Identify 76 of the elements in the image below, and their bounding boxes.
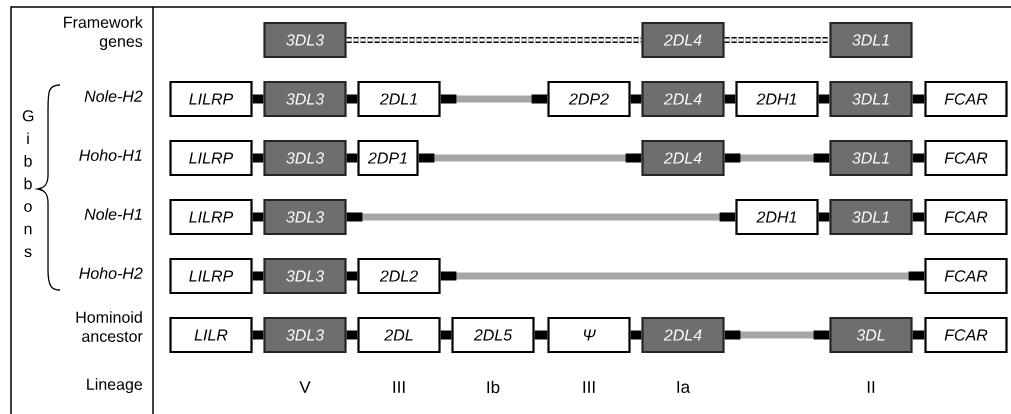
- gene-box: Ψ: [547, 316, 631, 354]
- gene-box: FCAR: [924, 139, 1008, 177]
- connector: [252, 330, 264, 340]
- gene-box-shaded: 3DL3: [263, 21, 347, 59]
- lineage-label: Ia: [677, 381, 691, 393]
- connector: [818, 212, 830, 222]
- spacer-line: [440, 94, 548, 104]
- connector: [630, 330, 642, 340]
- gene-box: LILRP: [169, 80, 253, 118]
- connector: [912, 153, 925, 163]
- gene-box: 2DL2: [357, 257, 441, 295]
- gene-box-shaded: 2DL4: [641, 21, 725, 59]
- gene-box-shaded: 3DL3: [263, 316, 347, 354]
- gene-box: LILRP: [169, 198, 253, 236]
- gene-box-shaded: 3DL1: [829, 139, 913, 177]
- connector: [912, 330, 925, 340]
- connector: [252, 271, 264, 281]
- gene-box: 2DP2: [547, 80, 631, 118]
- lineage-label: II: [867, 381, 875, 393]
- spacer-line: [418, 153, 642, 163]
- row-label: Nole-H2: [84, 90, 143, 102]
- gene-box-shaded: 2DL4: [641, 139, 725, 177]
- gene-box-shaded: 3DL1: [829, 21, 913, 59]
- double-dashed-line: [724, 36, 830, 44]
- gene-box-shaded: 3DL3: [263, 139, 347, 177]
- gene-box-shaded: 3DL3: [263, 198, 347, 236]
- gene-box: FCAR: [924, 257, 1008, 295]
- connector: [440, 330, 452, 340]
- gene-box: LILRP: [169, 257, 253, 295]
- connector: [252, 94, 264, 104]
- connector: [252, 212, 264, 222]
- connector: [912, 94, 925, 104]
- gene-box-shaded: 3DL: [829, 316, 913, 354]
- gene-box: 2DL1: [357, 80, 441, 118]
- row-label: Hoho-H1: [79, 149, 142, 161]
- spacer-line: [346, 212, 736, 222]
- connector: [818, 94, 830, 104]
- spacer-line: [724, 330, 830, 340]
- gene-box-shaded: 3DL3: [263, 80, 347, 118]
- gene-box: FCAR: [924, 80, 1008, 118]
- lineage-label: III: [583, 381, 595, 393]
- gene-box-shaded: 3DL1: [829, 80, 913, 118]
- gene-box: LILR: [169, 316, 253, 354]
- gene-box: 2DH1: [735, 198, 819, 236]
- gene-box-shaded: 2DL4: [641, 80, 725, 118]
- connector: [252, 153, 264, 163]
- spacer-line: [440, 271, 925, 281]
- gene-box-shaded: 2DL4: [641, 316, 725, 354]
- connector: [346, 94, 358, 104]
- row-label: Framework genes: [64, 16, 143, 51]
- connector: [912, 212, 925, 222]
- connector: [346, 271, 358, 281]
- row-label: Hominoid ancestor: [76, 311, 143, 342]
- row-label: Lineage: [87, 378, 143, 394]
- row-label: Nole-H1: [84, 208, 142, 220]
- lineage-label: V: [299, 381, 311, 393]
- gene-box: 2DL5: [451, 316, 535, 354]
- gene-box-shaded: 3DL3: [263, 257, 347, 295]
- lineage-label: Ib: [487, 380, 500, 394]
- double-dashed-line: [346, 36, 642, 44]
- connector: [346, 330, 358, 340]
- gene-box-shaded: 3DL1: [829, 198, 913, 236]
- gene-box: FCAR: [924, 198, 1008, 236]
- gene-box: 2DP1: [357, 139, 419, 177]
- connector: [630, 94, 642, 104]
- gene-box: FCAR: [924, 316, 1008, 354]
- gene-box: 2DL: [357, 316, 441, 354]
- gene-box: LILRP: [169, 139, 253, 177]
- gene-box: 2DH1: [735, 80, 819, 118]
- vertical-label: Gibbons: [22, 110, 34, 258]
- connector: [534, 330, 548, 340]
- row-label: Hoho-H2: [79, 267, 143, 279]
- spacer-line: [724, 153, 830, 163]
- lineage-label: III: [393, 381, 405, 393]
- connector: [346, 153, 358, 163]
- connector: [724, 94, 736, 104]
